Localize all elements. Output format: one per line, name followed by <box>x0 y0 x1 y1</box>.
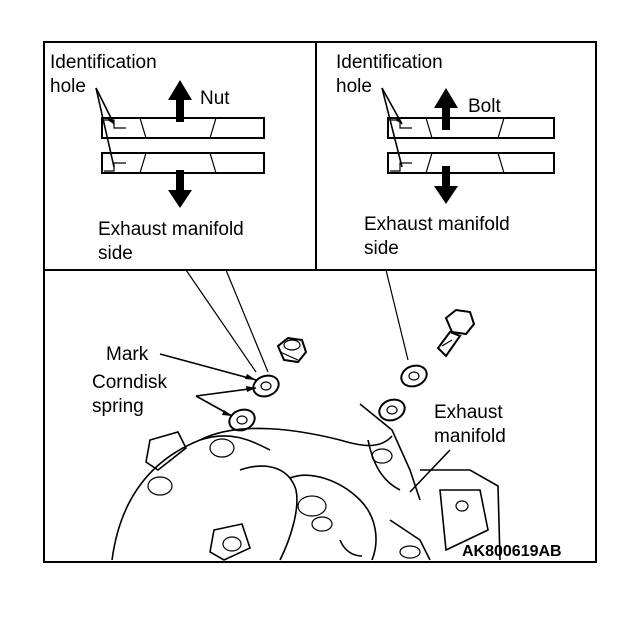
exhaust-side-arrow-left <box>168 170 192 208</box>
exhaust-side-label-left-2: side <box>98 243 133 264</box>
identification-hole-label-left-2: hole <box>50 76 86 97</box>
detail-leader-2 <box>225 269 269 373</box>
exhaust-manifold-label-1: Exhaust <box>434 402 503 423</box>
lower-disk-spring-right <box>387 152 555 174</box>
exhaust-manifold-label-2: manifold <box>434 426 506 447</box>
exhaust-manifold-leader <box>409 449 451 493</box>
hole-leader-left-2 <box>95 87 115 168</box>
exhaust-manifold-body <box>111 403 501 561</box>
nut-label: Nut <box>200 88 230 109</box>
figure-frame <box>43 41 597 563</box>
hole-leader-right-2 <box>381 87 403 168</box>
identification-hole-label-right-2: hole <box>336 76 372 97</box>
identification-hole-label-left-1: Identification <box>50 52 157 73</box>
nut-detail-panel: Identification hole Nut <box>50 52 265 264</box>
bolt-part <box>436 308 476 358</box>
exhaust-side-arrow-right <box>434 166 458 204</box>
nut-part <box>276 336 308 364</box>
corndisk-spring-label-2: spring <box>92 396 144 417</box>
bolt-label: Bolt <box>468 96 501 117</box>
mark-label: Mark <box>106 344 149 365</box>
detail-leader-3 <box>385 269 409 361</box>
nut-direction-arrow <box>168 80 192 122</box>
detail-leader-1 <box>185 269 257 373</box>
bolt-detail-panel: Identification hole Bolt Exhaust manifol… <box>336 52 555 259</box>
washer-bolt-1 <box>400 364 428 388</box>
figure-code: AK800619AB <box>462 543 562 560</box>
corndisk-leader-1 <box>195 387 257 397</box>
upper-disk-spring-right <box>387 117 555 139</box>
main-assembly-view: Mark Corndisk spring Exhaust manifold AK… <box>92 269 562 561</box>
exhaust-side-label-right-1: Exhaust manifold <box>364 214 510 235</box>
mark-leader <box>159 353 257 381</box>
corndisk-spring-label-1: Corndisk <box>92 372 167 393</box>
washer-bolt-2 <box>378 398 406 422</box>
exhaust-side-label-right-2: side <box>364 238 399 259</box>
exhaust-side-label-left-1: Exhaust manifold <box>98 219 244 240</box>
bolt-direction-arrow <box>434 88 458 130</box>
identification-hole-label-right-1: Identification <box>336 52 443 73</box>
washer-mark <box>252 374 280 398</box>
lower-disk-spring-left <box>101 152 265 174</box>
